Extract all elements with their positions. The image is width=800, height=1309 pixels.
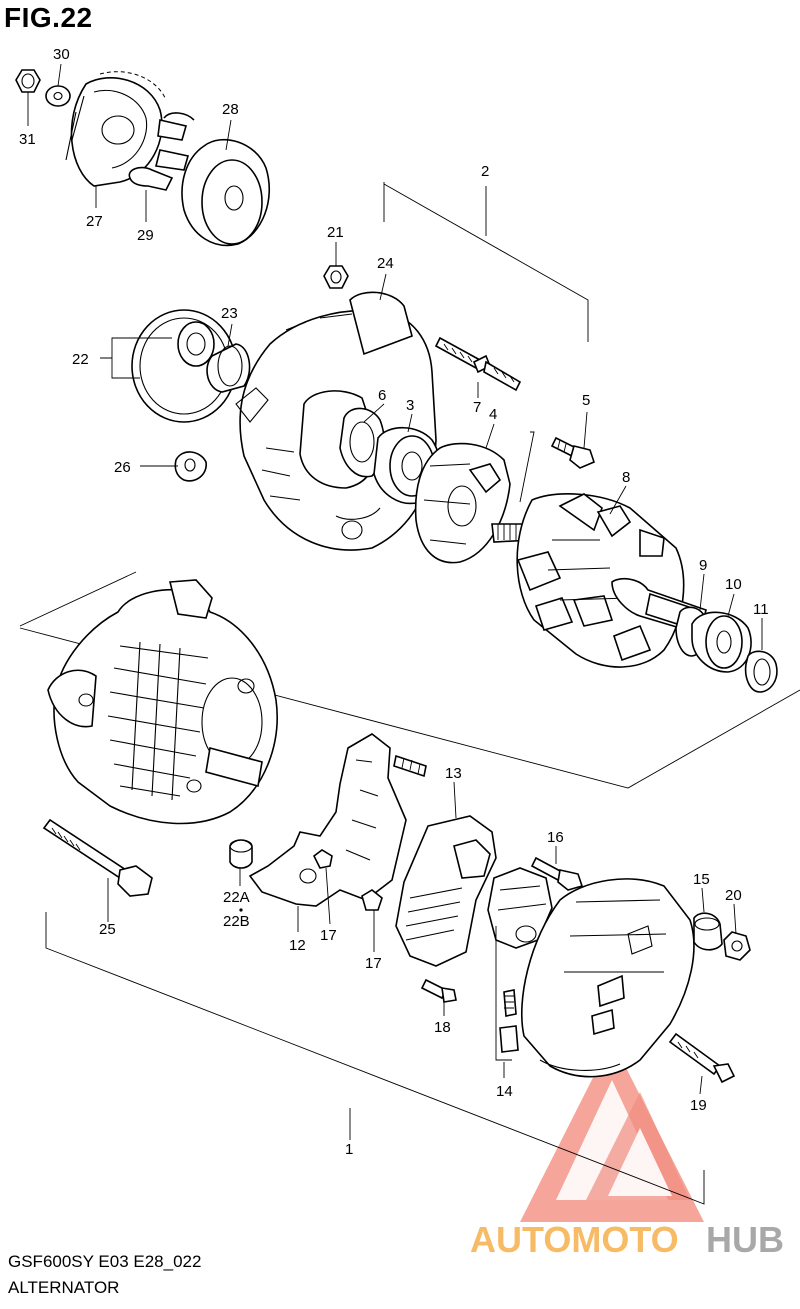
pulley-28 [181, 138, 271, 247]
callout-17b: 17 [365, 955, 382, 972]
nut-20 [723, 931, 751, 961]
plate-4 [414, 442, 511, 564]
callout-15: 15 [693, 871, 710, 888]
insulator-15 [693, 912, 723, 951]
nut-21 [323, 265, 349, 289]
callout-28: 28 [222, 101, 239, 118]
bushing-22a [229, 839, 253, 869]
washer-26 [174, 451, 207, 482]
callout-31: 31 [19, 131, 36, 148]
watermark-brand-part1: AUTOMOTO [470, 1219, 679, 1260]
cover-11 [744, 650, 778, 693]
callout-13: 13 [445, 765, 462, 782]
alternator-body [47, 579, 278, 825]
nut-31 [15, 69, 41, 93]
callout-18: 18 [434, 1019, 451, 1036]
callout-3: 3 [406, 397, 414, 414]
bracket-line-2 [383, 182, 589, 342]
callout-1: 1 [345, 1141, 353, 1158]
callout-5: 5 [582, 392, 590, 409]
callout-9: 9 [699, 557, 707, 574]
callout-22b: 22B [223, 913, 250, 930]
callout-7: 7 [473, 399, 481, 416]
screw-17a [312, 849, 333, 869]
callout-11: 11 [753, 601, 769, 618]
rotor-8 [491, 493, 707, 668]
callout-6: 6 [378, 387, 386, 404]
callout-8: 8 [622, 469, 630, 486]
bracket-line-14 [495, 926, 512, 1061]
front-housing-24 [235, 291, 437, 551]
callout-10: 10 [725, 576, 742, 593]
fan-pulley-27 [65, 71, 167, 187]
rear-cover [521, 878, 695, 1078]
callout-23: 23 [221, 305, 238, 322]
callout-16: 16 [547, 829, 564, 846]
callout-19: 19 [690, 1097, 707, 1114]
callout-26: 26 [114, 459, 131, 476]
washer-30 [45, 85, 71, 107]
screw-17b [361, 889, 383, 911]
callout-29: 29 [137, 227, 154, 244]
callout-21: 21 [327, 224, 344, 241]
screw-18 [420, 978, 457, 1003]
callout-22a: 22A [223, 889, 250, 906]
callout-24: 24 [377, 255, 394, 272]
callout-12: 12 [289, 937, 306, 954]
terminal-14 [487, 867, 553, 1053]
callout-labels: 30 31 28 27 29 2 21 24 23 22 6 3 7 5 4 2… [19, 46, 769, 1158]
screw-16 [530, 856, 584, 891]
figure-name: ALTERNATOR [8, 1278, 120, 1297]
bearing-10 [691, 611, 752, 673]
callout-20: 20 [725, 887, 742, 904]
leader-lines [27, 63, 763, 1095]
callout-25: 25 [99, 921, 116, 938]
bracket-line-4 [519, 431, 535, 503]
figure-code: GSF600SY E03 E28_022 [8, 1252, 202, 1271]
spacer-23 [206, 343, 251, 393]
callout-30: 30 [53, 46, 70, 63]
regulator-13 [395, 815, 497, 967]
callout-22a-22b-dot [239, 908, 243, 912]
callout-17a: 17 [320, 927, 337, 944]
figure-title: FIG.22 [4, 2, 93, 33]
callout-22: 22 [72, 351, 89, 368]
bolt-7 [434, 336, 522, 392]
spacer-clip-29 [128, 112, 195, 191]
brush-holder-12 [248, 733, 427, 907]
screw-5 [550, 436, 595, 469]
bolt-19 [668, 1032, 736, 1084]
assembly-line-lower [45, 912, 705, 1205]
watermark-brand-part2: HUB [706, 1219, 784, 1260]
bolt-25 [42, 818, 153, 897]
callout-2: 2 [481, 163, 489, 180]
callout-14: 14 [496, 1083, 513, 1100]
watermark-logo: AUTOMOTO HUB [470, 1040, 784, 1260]
callout-27: 27 [86, 213, 103, 230]
callout-4: 4 [489, 406, 497, 423]
